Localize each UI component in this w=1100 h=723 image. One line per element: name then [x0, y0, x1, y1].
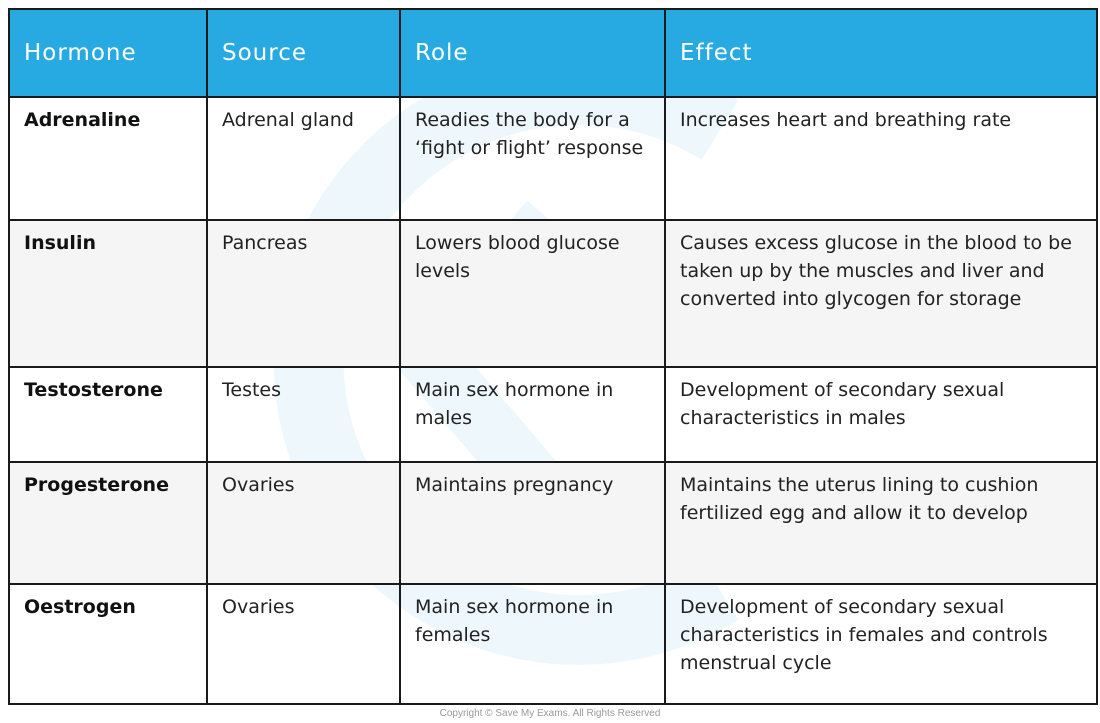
cell-effect: Causes excess glucose in the blood to be…	[664, 219, 1098, 368]
header-hormone: Hormone	[8, 8, 208, 98]
cell-role: Maintains pregnancy	[399, 461, 666, 585]
hormone-table: Hormone Source Role Effect Adrenaline Ad…	[8, 8, 1098, 705]
table-row: Progesterone Ovaries Maintains pregnancy…	[8, 461, 1098, 585]
table-row: Adrenaline Adrenal gland Readies the bod…	[8, 96, 1098, 221]
cell-effect: Development of secondary sexual characte…	[664, 366, 1098, 463]
table-row: Oestrogen Ovaries Main sex hormone in fe…	[8, 583, 1098, 705]
cell-source: Adrenal gland	[206, 96, 401, 221]
cell-hormone: Adrenaline	[8, 96, 208, 221]
cell-effect: Increases heart and breathing rate	[664, 96, 1098, 221]
table-header-row: Hormone Source Role Effect	[8, 8, 1098, 98]
table-row: Testosterone Testes Main sex hormone in …	[8, 366, 1098, 463]
header-role: Role	[399, 8, 666, 98]
cell-source: Ovaries	[206, 461, 401, 585]
copyright-notice: Copyright © Save My Exams. All Rights Re…	[439, 708, 661, 719]
cell-role: Lowers blood glucose levels	[399, 219, 666, 368]
cell-source: Testes	[206, 366, 401, 463]
cell-role: Readies the body for a ‘fight or flight’…	[399, 96, 666, 221]
cell-hormone: Testosterone	[8, 366, 208, 463]
cell-role: Main sex hormone in males	[399, 366, 666, 463]
cell-effect: Development of secondary sexual characte…	[664, 583, 1098, 705]
cell-hormone: Progesterone	[8, 461, 208, 585]
cell-source: Pancreas	[206, 219, 401, 368]
table-row: Insulin Pancreas Lowers blood glucose le…	[8, 219, 1098, 368]
cell-hormone: Oestrogen	[8, 583, 208, 705]
header-source: Source	[206, 8, 401, 98]
cell-role: Main sex hormone in females	[399, 583, 666, 705]
cell-effect: Maintains the uterus lining to cushion f…	[664, 461, 1098, 585]
cell-hormone: Insulin	[8, 219, 208, 368]
cell-source: Ovaries	[206, 583, 401, 705]
header-effect: Effect	[664, 8, 1098, 98]
